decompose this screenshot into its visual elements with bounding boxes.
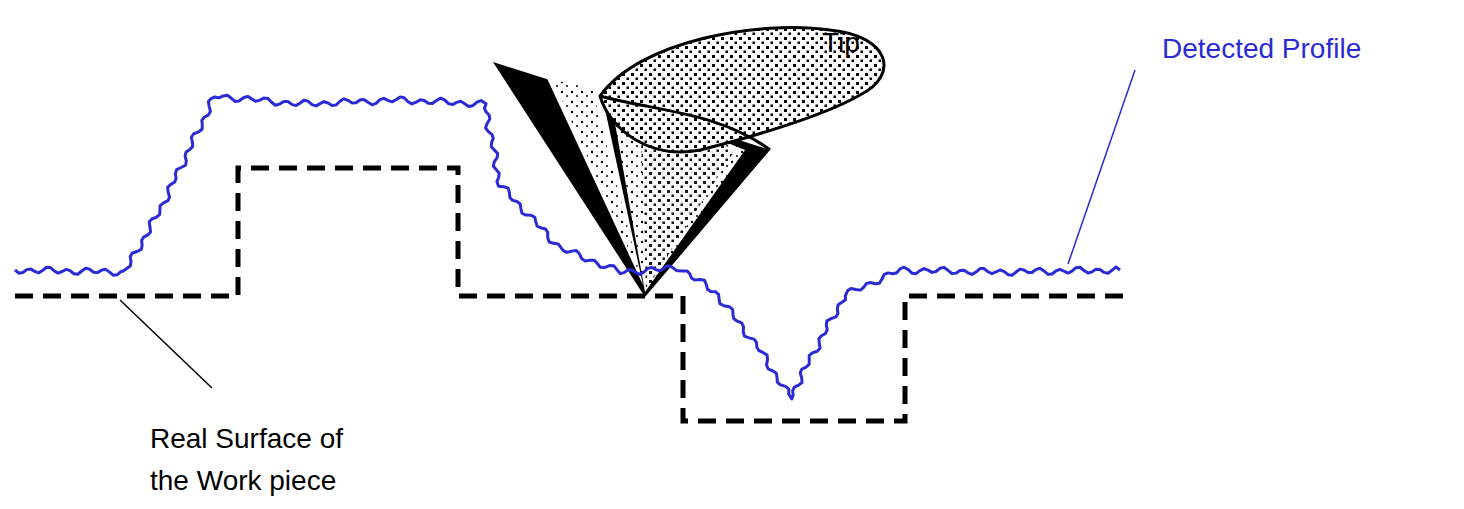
tip-label: Tip [822,22,860,64]
stylus-tip [493,28,884,297]
real-surface [15,168,1128,421]
leader-line [1068,70,1135,264]
profile-label: Detected Profile [1162,28,1361,70]
leader-line [120,300,212,388]
surface-label: Real Surface of the Work piece [150,418,385,502]
detected-profile [15,95,1120,399]
